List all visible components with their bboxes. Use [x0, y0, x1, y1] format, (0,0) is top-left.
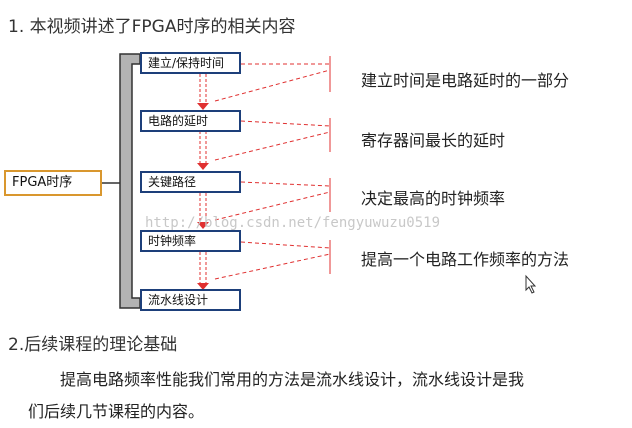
- down-arrows: [199, 74, 207, 284]
- desc-1: 建立时间是电路延时的一部分: [361, 71, 570, 90]
- desc-3: 决定最高的时钟频率: [361, 189, 506, 208]
- bracket: [119, 53, 141, 309]
- step-clock-frequency: 时钟频率: [140, 230, 241, 252]
- desc-2: 寄存器间最长的延时: [361, 131, 506, 150]
- cursor-icon: [525, 274, 537, 294]
- step-setup-hold: 建立/保持时间: [140, 52, 241, 74]
- section-heading-1: 1. 本视频讲述了FPGA时序的相关内容: [8, 17, 296, 37]
- watermark: http://blog.csdn.net/fengyuwuzu0519: [145, 215, 441, 231]
- step-circuit-delay: 电路的延时: [140, 110, 241, 132]
- paragraph-line-2: 们后续几节课程的内容。: [28, 402, 205, 421]
- callout-lines: [214, 63, 331, 280]
- root-node: FPGA时序: [4, 170, 102, 196]
- section-heading-2: 2.后续课程的理论基础: [8, 335, 178, 355]
- step-pipeline: 流水线设计: [140, 289, 241, 311]
- step-critical-path: 关键路径: [140, 171, 241, 193]
- desc-4: 提高一个电路工作频率的方法: [361, 250, 570, 269]
- arrow-heads: [197, 103, 209, 290]
- paragraph-line-1: 提高电路频率性能我们常用的方法是流水线设计，流水线设计是我: [60, 370, 525, 389]
